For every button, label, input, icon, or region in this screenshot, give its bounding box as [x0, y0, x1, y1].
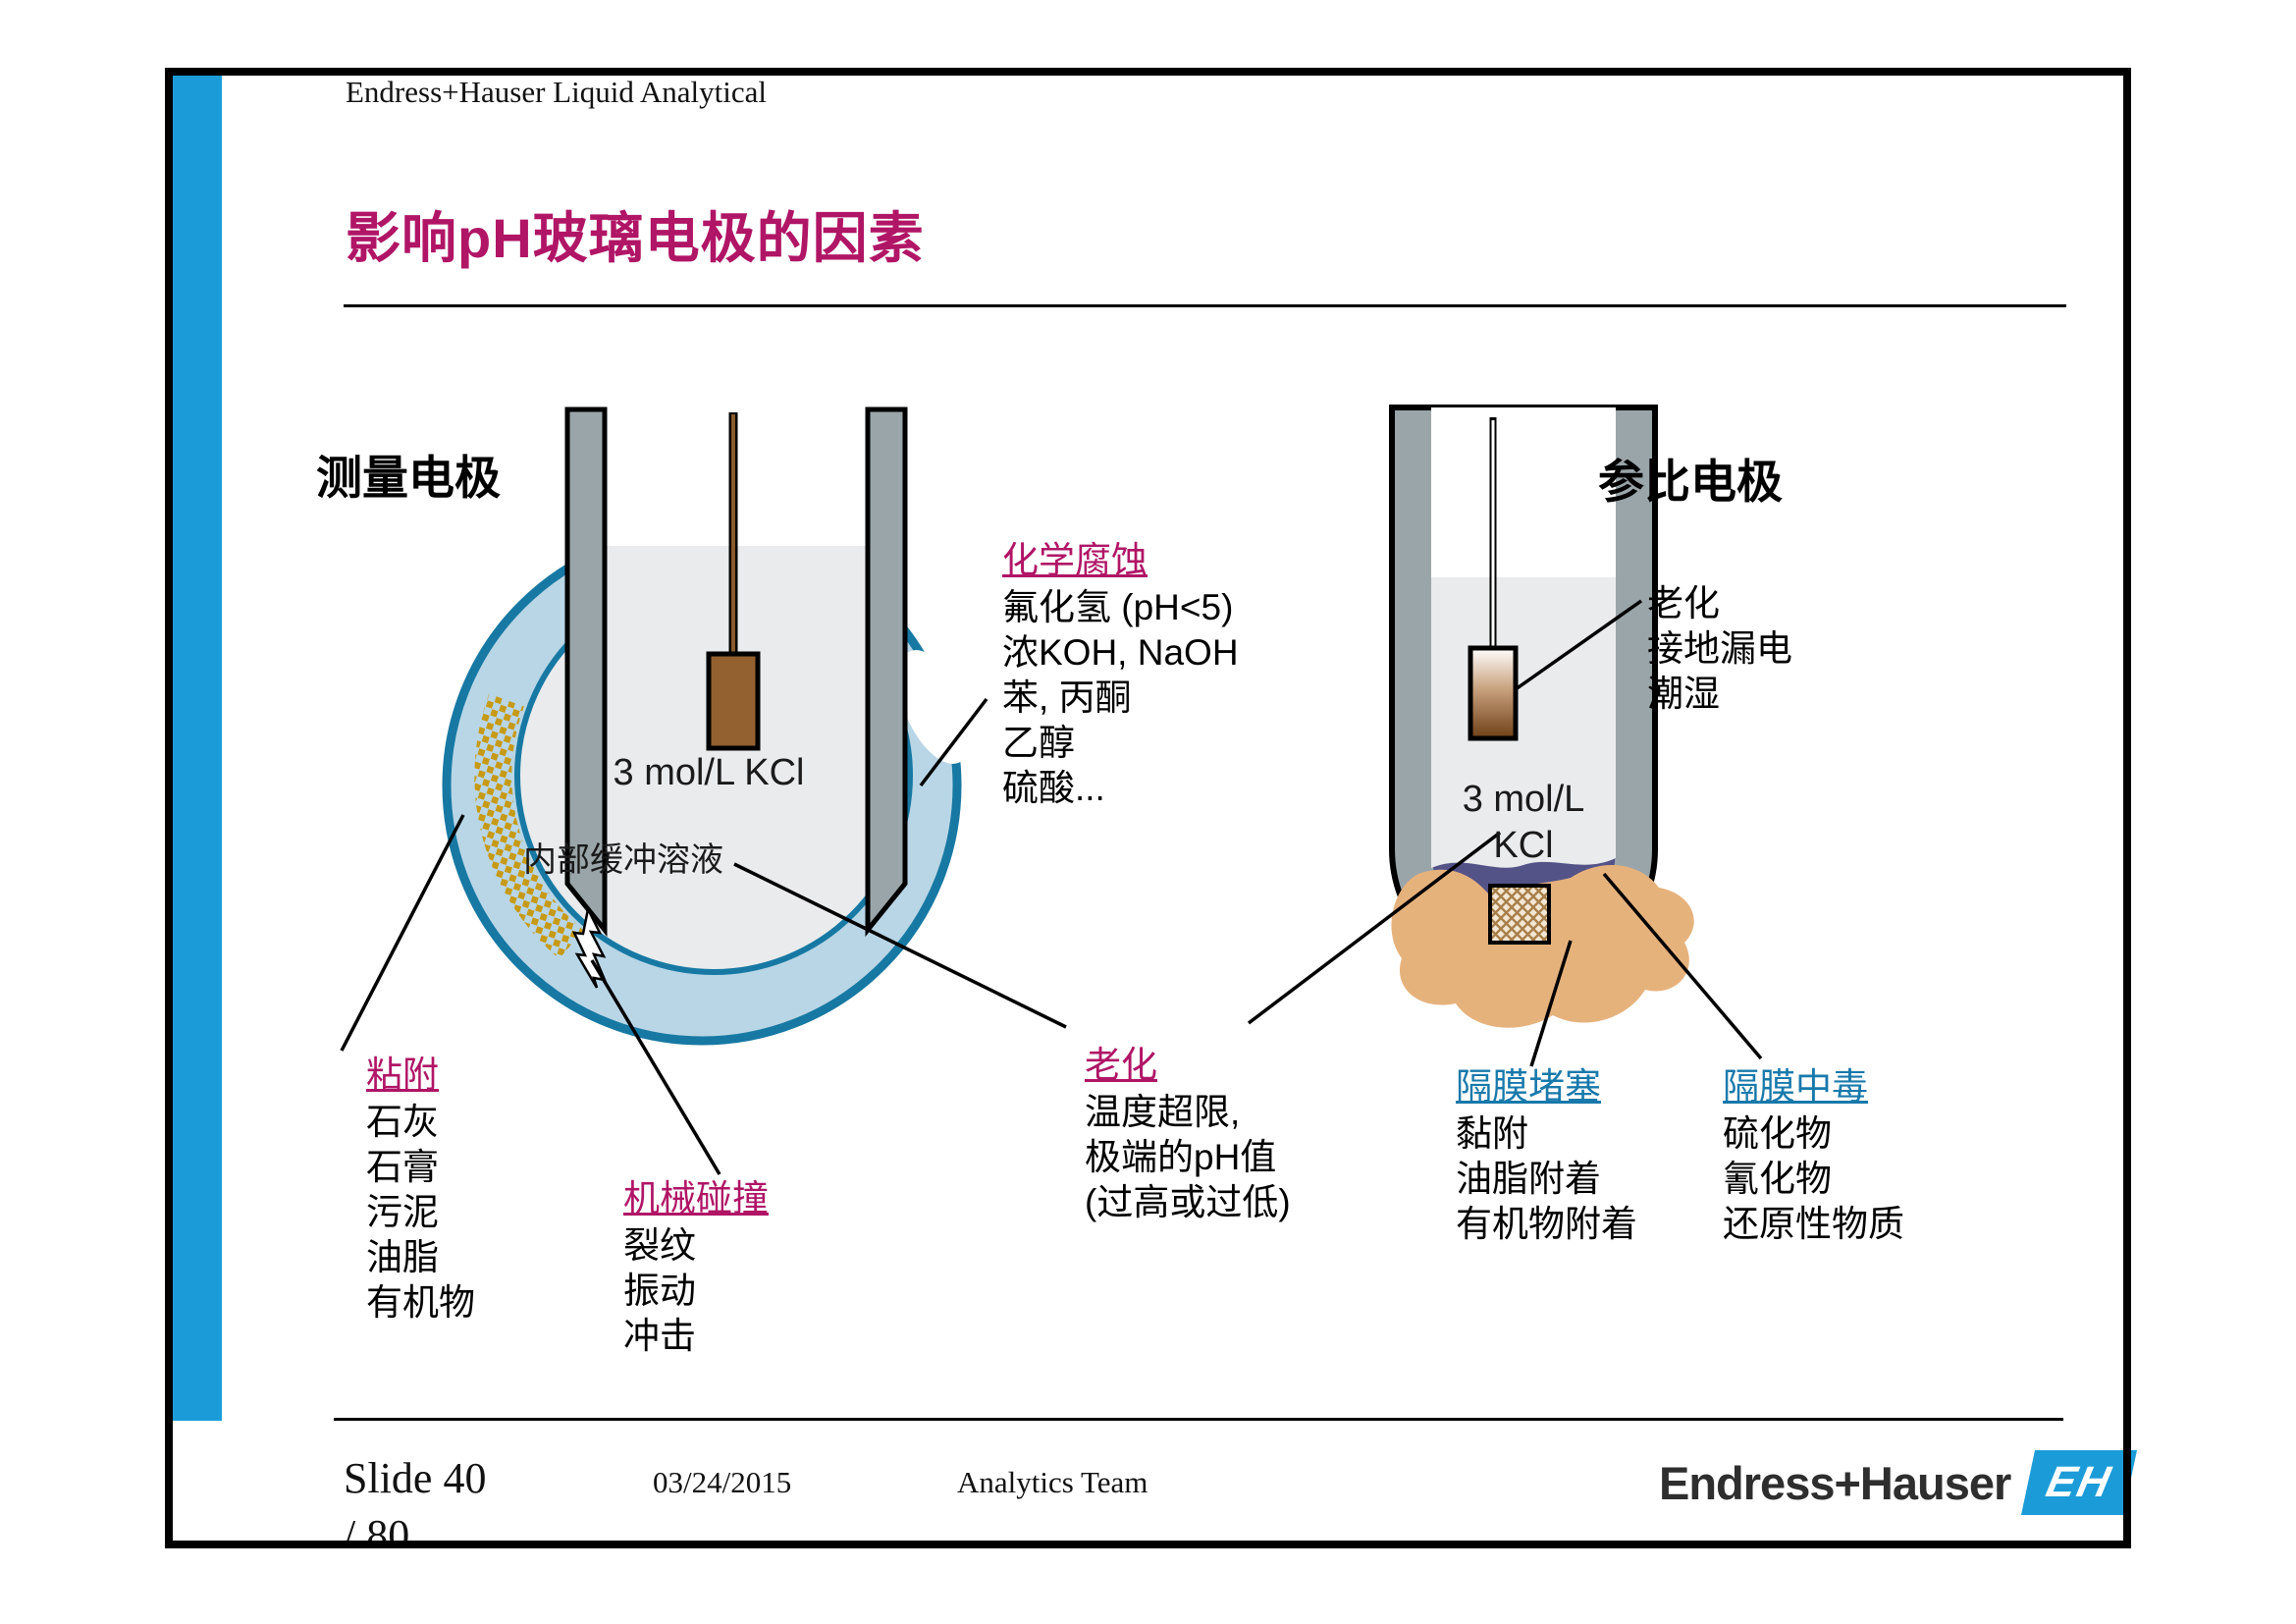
right-kcl-label-line1: 3 mol/L — [1462, 779, 1585, 820]
annotation-item: 污泥 — [366, 1192, 439, 1232]
measuring-electrode-pin — [706, 651, 761, 751]
reference-electrode-graphic — [1389, 405, 1694, 1028]
annotation-item: 油脂 — [366, 1237, 439, 1277]
slide-number-total: / 80 — [344, 1511, 410, 1547]
corrosion-notch — [897, 650, 972, 764]
logo-wordmark: Endress+Hauser — [1659, 1456, 2011, 1509]
annotation-item: 石灰 — [366, 1102, 439, 1142]
eh-logo-icon: EH — [2021, 1450, 2138, 1515]
left-kcl-label: 3 mol/L KCl — [613, 752, 805, 793]
annotation-title: 隔膜中毒 — [1723, 1066, 1868, 1107]
annotation-item: 有机物 — [366, 1282, 475, 1323]
annotation-item: 黏附 — [1456, 1113, 1528, 1154]
reference-electrode-pin — [1468, 645, 1519, 741]
page-title: 影响pH玻璃电极的因素 — [346, 207, 925, 269]
annotation-item: 氟化氢 (pH<5) — [1002, 587, 1234, 627]
annotation-title: 老化 — [1085, 1045, 1157, 1085]
annotation-lines — [340, 599, 1763, 1175]
footer-date: 03/24/2015 — [653, 1465, 792, 1499]
footer-team: Analytics Team — [957, 1465, 1148, 1499]
annotation-glass-aging: 老化 温度超限, 极端的pH值 (过高或过低) — [1085, 1043, 1291, 1225]
left-buffer-label: 内部缓冲溶液 — [523, 841, 723, 879]
annotation-item: 浓KOH, NaOH — [1002, 632, 1239, 673]
measuring-electrode-label: 测量电极 — [316, 452, 501, 504]
annotation-item: 石膏 — [366, 1147, 439, 1187]
annotation-diaphragm-poisoning: 隔膜中毒 硫化物 氰化物 还原性物质 — [1723, 1064, 1904, 1247]
fouling-blob — [1391, 865, 1694, 1028]
company-logo: Endress+Hauser EH — [1659, 1450, 2138, 1515]
diaphragm-junction — [1488, 884, 1551, 945]
header-brand: Endress+Hauser Liquid Analytical — [346, 75, 767, 109]
title-rule — [344, 304, 2066, 307]
annotation-item: 苯, 丙酮 — [1002, 677, 1132, 718]
annotation-item: 油脂附着 — [1456, 1159, 1601, 1199]
annotation-item: 接地漏电 — [1647, 628, 1792, 669]
annotation-title: 化学腐蚀 — [1002, 540, 1148, 580]
annotation-mechanical: 机械碰撞 裂纹 振动 冲击 — [623, 1176, 769, 1359]
slide-number-value: Slide 40 — [344, 1454, 487, 1502]
annotation-reference-aging: 老化 接地漏电 潮湿 — [1647, 581, 1792, 717]
annotation-diaphragm-clogging: 隔膜堵塞 黏附 油脂附着 有机物附着 — [1456, 1064, 1637, 1247]
annotation-item: 潮湿 — [1647, 674, 1720, 714]
annotation-item: 硫酸... — [1002, 768, 1105, 808]
annotation-item: 温度超限, — [1085, 1092, 1241, 1132]
footer-rule — [334, 1418, 2063, 1421]
annotation-item: 有机物附着 — [1456, 1204, 1637, 1244]
annotation-item: 还原性物质 — [1723, 1204, 1904, 1244]
right-kcl-label-line2: KCl — [1493, 825, 1554, 866]
annotation-adhesion: 粘附 石灰 石膏 污泥 油脂 有机物 — [366, 1053, 475, 1326]
annotation-item: 硫化物 — [1723, 1113, 1832, 1154]
annotation-item: 振动 — [623, 1271, 696, 1311]
annotation-item: 极端的pH值 — [1085, 1137, 1277, 1177]
reference-electrode-label: 参比电极 — [1598, 456, 1783, 508]
annotation-item: 乙醇 — [1002, 723, 1075, 763]
measuring-electrode-graphic — [442, 385, 972, 1046]
annotation-title: 隔膜堵塞 — [1456, 1066, 1601, 1107]
annotation-chemical-corrosion: 化学腐蚀 氟化氢 (pH<5) 浓KOH, NaOH 苯, 丙酮 乙醇 硫酸..… — [1002, 538, 1239, 811]
annotation-item: 氰化物 — [1723, 1159, 1832, 1199]
adhesion-deposit — [474, 693, 584, 959]
annotation-item: 老化 — [1647, 583, 1720, 623]
slide-number: Slide 40 / 80 — [342, 1453, 616, 1547]
annotation-title: 机械碰撞 — [623, 1178, 769, 1218]
annotation-item: 冲击 — [623, 1316, 696, 1356]
slide-accent-bar — [173, 76, 222, 1421]
annotation-title: 粘附 — [366, 1055, 439, 1095]
annotation-item: (过高或过低) — [1085, 1182, 1291, 1222]
annotation-item: 裂纹 — [623, 1225, 696, 1266]
